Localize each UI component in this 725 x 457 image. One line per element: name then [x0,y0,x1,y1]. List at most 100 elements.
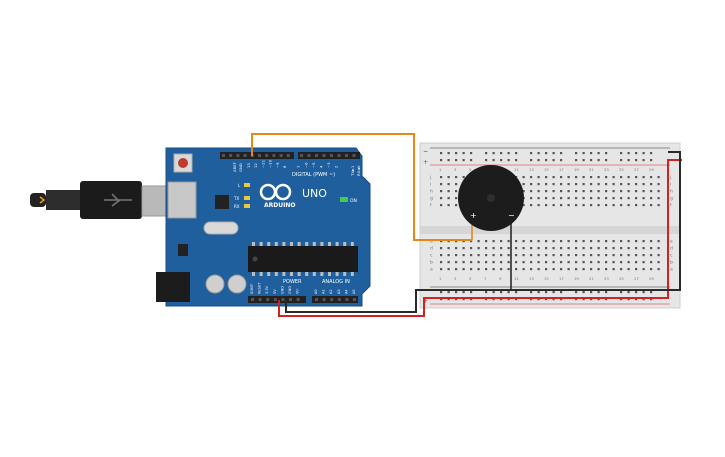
header-pin[interactable] [330,298,334,301]
breadboard-hole[interactable] [635,176,638,179]
breadboard-hole[interactable] [507,254,510,257]
rail-hole[interactable] [650,298,653,301]
breadboard-hole[interactable] [597,254,600,257]
rail-hole[interactable] [470,291,473,294]
rail-hole[interactable] [470,159,473,162]
breadboard-hole[interactable] [545,183,548,186]
breadboard-hole[interactable] [590,254,593,257]
reset-button[interactable] [178,158,188,168]
breadboard-hole[interactable] [470,261,473,264]
breadboard-hole[interactable] [455,254,458,257]
header-pin[interactable] [266,298,270,301]
breadboard-hole[interactable] [575,204,578,207]
breadboard-hole[interactable] [530,183,533,186]
header-pin[interactable] [337,154,341,157]
rail-hole[interactable] [447,298,450,301]
breadboard-hole[interactable] [642,204,645,207]
breadboard-hole[interactable] [477,261,480,264]
breadboard-hole[interactable] [530,268,533,271]
rail-hole[interactable] [552,291,555,294]
rail-hole[interactable] [605,159,608,162]
rail-hole[interactable] [582,298,585,301]
breadboard-hole[interactable] [515,240,518,243]
breadboard-hole[interactable] [650,247,653,250]
rail-hole[interactable] [455,159,458,162]
breadboard-hole[interactable] [552,261,555,264]
breadboard-hole[interactable] [657,240,660,243]
breadboard-hole[interactable] [455,197,458,200]
header-pin[interactable] [345,298,349,301]
breadboard-hole[interactable] [447,261,450,264]
breadboard-hole[interactable] [455,183,458,186]
breadboard-hole[interactable] [462,240,465,243]
breadboard-hole[interactable] [627,190,630,193]
breadboard-hole[interactable] [597,261,600,264]
breadboard-hole[interactable] [537,240,540,243]
rail-hole[interactable] [627,159,630,162]
rail-hole[interactable] [605,291,608,294]
breadboard-hole[interactable] [567,190,570,193]
breadboard-hole[interactable] [597,190,600,193]
breadboard-hole[interactable] [582,183,585,186]
piezo-buzzer[interactable]: + − [458,165,524,231]
rail-hole[interactable] [620,152,623,155]
breadboard-hole[interactable] [567,176,570,179]
rail-hole[interactable] [530,159,533,162]
breadboard-hole[interactable] [597,204,600,207]
breadboard-hole[interactable] [612,240,615,243]
breadboard-hole[interactable] [567,254,570,257]
breadboard-hole[interactable] [455,261,458,264]
rail-hole[interactable] [500,291,503,294]
breadboard-hole[interactable] [650,183,653,186]
breadboard-hole[interactable] [597,247,600,250]
breadboard-hole[interactable] [492,240,495,243]
header-pin[interactable] [322,298,326,301]
breadboard-hole[interactable] [590,268,593,271]
breadboard-hole[interactable] [642,183,645,186]
rail-hole[interactable] [515,298,518,301]
breadboard-hole[interactable] [470,240,473,243]
breadboard-hole[interactable] [500,261,503,264]
rail-hole[interactable] [447,152,450,155]
rail-hole[interactable] [462,159,465,162]
rail-hole[interactable] [590,298,593,301]
breadboard-hole[interactable] [552,176,555,179]
header-pin[interactable] [352,154,356,157]
breadboard-hole[interactable] [440,183,443,186]
rail-hole[interactable] [537,152,540,155]
breadboard-hole[interactable] [545,190,548,193]
rail-hole[interactable] [455,152,458,155]
rail-hole[interactable] [537,159,540,162]
breadboard-hole[interactable] [650,254,653,257]
breadboard-hole[interactable] [537,190,540,193]
breadboard-hole[interactable] [605,247,608,250]
breadboard-hole[interactable] [440,197,443,200]
rail-hole[interactable] [560,152,563,155]
wire-orange-signal[interactable] [251,133,472,241]
header-pin[interactable] [236,154,240,157]
breadboard-hole[interactable] [605,240,608,243]
breadboard-hole[interactable] [462,176,465,179]
breadboard-hole[interactable] [612,254,615,257]
breadboard-hole[interactable] [522,204,525,207]
breadboard-hole[interactable] [537,197,540,200]
rail-hole[interactable] [485,298,488,301]
rail-hole[interactable] [507,291,510,294]
breadboard-hole[interactable] [545,197,548,200]
rail-hole[interactable] [440,298,443,301]
rail-hole[interactable] [455,291,458,294]
breadboard-hole[interactable] [597,183,600,186]
rail-hole[interactable] [552,159,555,162]
breadboard-hole[interactable] [560,204,563,207]
breadboard-hole[interactable] [522,254,525,257]
breadboard-hole[interactable] [560,183,563,186]
breadboard-hole[interactable] [642,261,645,264]
rail-hole[interactable] [500,159,503,162]
breadboard-hole[interactable] [590,247,593,250]
breadboard-hole[interactable] [485,268,488,271]
breadboard-hole[interactable] [545,254,548,257]
breadboard-hole[interactable] [462,261,465,264]
breadboard-hole[interactable] [620,204,623,207]
rail-hole[interactable] [597,159,600,162]
